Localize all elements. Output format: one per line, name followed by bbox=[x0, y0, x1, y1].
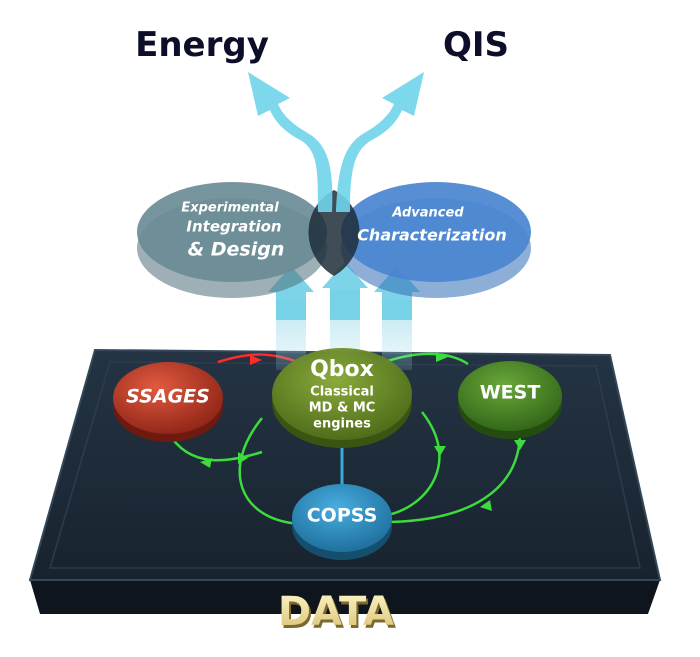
link-right-loop bbox=[387, 411, 441, 517]
node-ssages: SSAGES bbox=[113, 362, 223, 442]
ellipse-right-line1: Advanced bbox=[391, 206, 464, 221]
node-qbox-line2: MD & MC bbox=[309, 401, 376, 416]
ellipse-advanced bbox=[341, 182, 531, 282]
ellipse-right-line2: Characterization bbox=[357, 226, 507, 245]
venn-ellipses: Experimental Integration & Design Advanc… bbox=[137, 182, 531, 298]
arrow-to-energy bbox=[248, 72, 333, 212]
link-west-copss bbox=[389, 431, 522, 524]
arrow-to-qis bbox=[336, 72, 424, 212]
output-arrows bbox=[248, 72, 424, 212]
ellipse-left-line2: Integration bbox=[186, 218, 281, 236]
data-label: DATA bbox=[278, 589, 394, 635]
node-west: WEST bbox=[458, 361, 562, 439]
ellipse-left-line3: & Design bbox=[188, 239, 285, 261]
title-energy: Energy bbox=[135, 25, 269, 65]
ellipse-experimental bbox=[137, 182, 327, 282]
node-qbox-title: Qbox bbox=[310, 357, 374, 382]
network-links bbox=[166, 352, 526, 526]
node-copss-label: COPSS bbox=[307, 505, 378, 527]
node-copss: COPSS bbox=[292, 484, 392, 560]
ellipse-left-line1: Experimental bbox=[181, 201, 279, 216]
arrow-up-center bbox=[322, 262, 368, 320]
node-qbox-line1: Classical bbox=[310, 385, 374, 400]
data-label-shadow: DATA bbox=[280, 592, 396, 638]
node-west-label: WEST bbox=[480, 382, 541, 404]
node-qbox: Qbox Classical MD & MC engines bbox=[272, 348, 412, 448]
link-left-loop bbox=[238, 417, 301, 526]
node-qbox-line3: engines bbox=[313, 417, 371, 432]
node-ssages-label: SSAGES bbox=[126, 386, 210, 408]
title-qis: QIS bbox=[443, 25, 509, 65]
